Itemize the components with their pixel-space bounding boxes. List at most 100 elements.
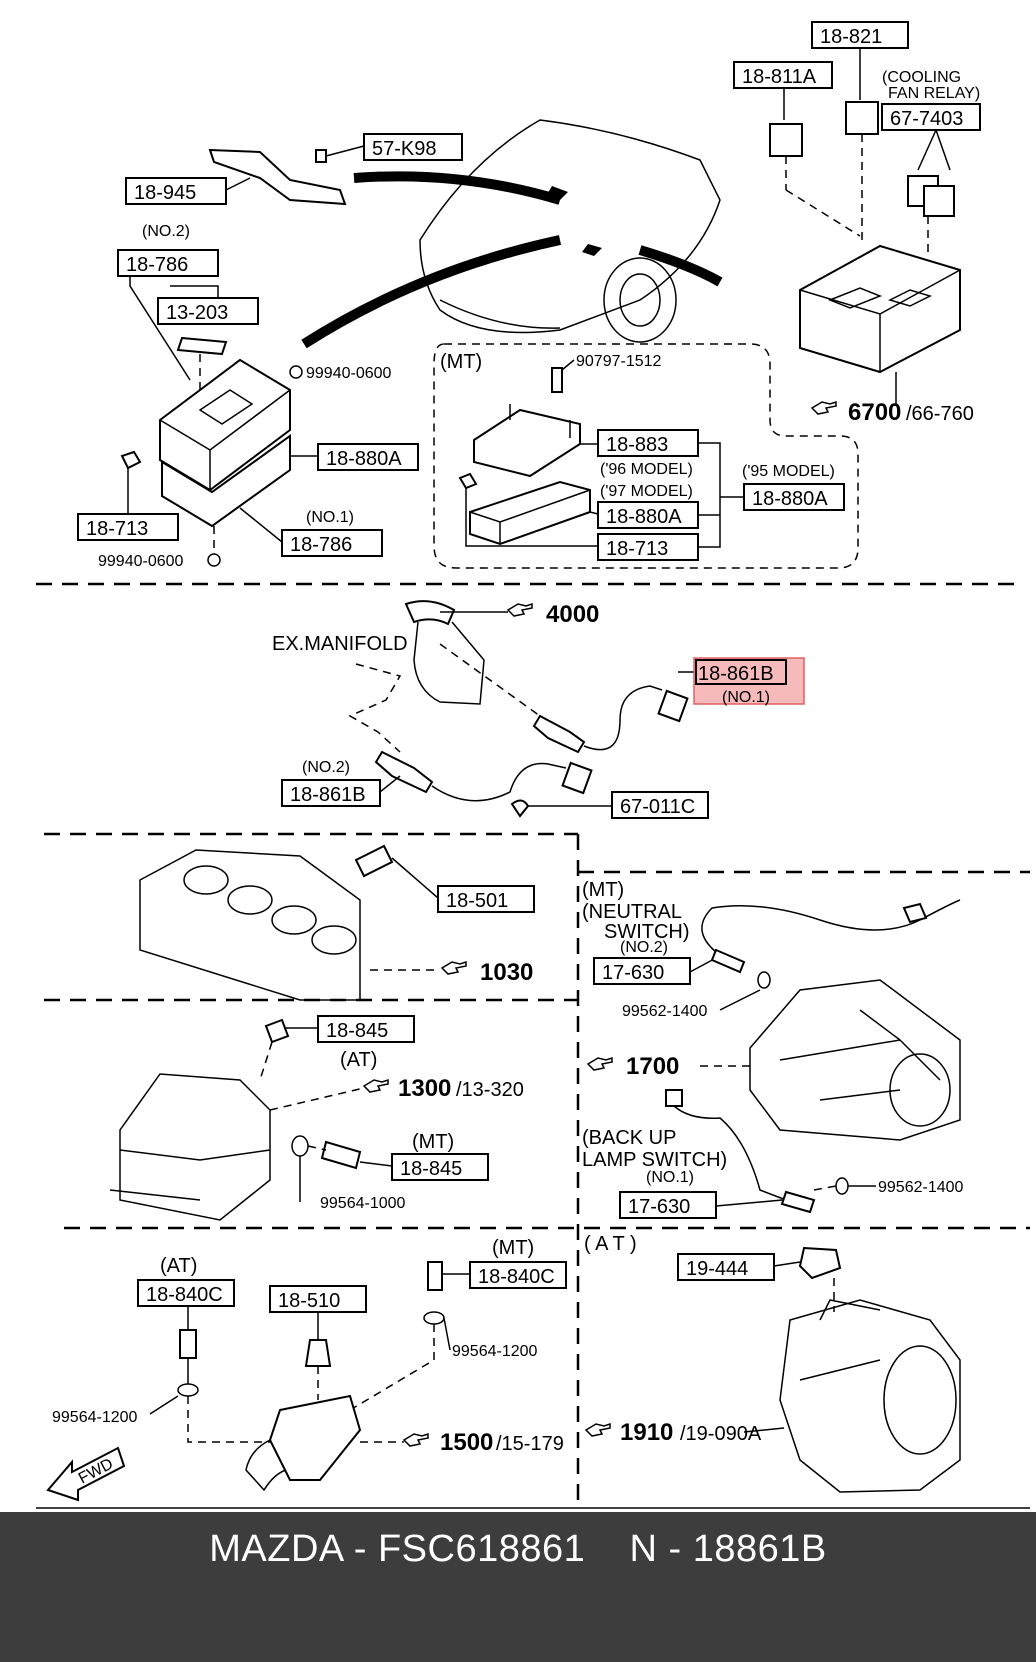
label-no2-c: (NO.2): [620, 939, 668, 956]
svg-text:18-845: 18-845: [400, 1158, 462, 1180]
ref-6700: 6700: [848, 399, 901, 426]
svg-text:18-861B: 18-861B: [698, 663, 774, 685]
label-99564-1000: 99564-1000: [320, 1195, 406, 1212]
hand-pointer-icon: [585, 1423, 611, 1437]
svg-text:67-7403: 67-7403: [890, 108, 963, 130]
cylinder-head-group: 18-845 (AT) 1300 /13-320 (MT) 18-845 995…: [109, 1015, 524, 1221]
label-at: (AT): [340, 1049, 377, 1071]
label-18-861B-highlighted: 18-861B: [695, 659, 787, 685]
svg-text:18-880A: 18-880A: [606, 506, 682, 528]
svg-text:18-840C: 18-840C: [478, 1266, 555, 1288]
svg-text:18-786: 18-786: [290, 534, 352, 556]
label-lamp-switch: LAMP SWITCH): [582, 1149, 727, 1171]
svg-text:18-501: 18-501: [446, 890, 508, 912]
label-no1-b: (NO.1): [722, 689, 770, 706]
thermostat-group: (AT) 18-840C 18-510 (MT) 18-840C 99564-1…: [46, 1237, 567, 1502]
ref-13-320: /13-320: [456, 1079, 524, 1101]
label-99940-0600-a: 99940-0600: [306, 365, 392, 382]
svg-text:18-510: 18-510: [278, 1290, 340, 1312]
label-neutral: (NEUTRAL: [582, 901, 682, 923]
label-fan-relay: FAN RELAY): [888, 85, 980, 102]
label-18-861B-b: 18-861B: [281, 779, 381, 807]
ref-15-179: /15-179: [496, 1433, 564, 1455]
label-17-630-b: 17-630: [619, 1191, 717, 1219]
svg-text:18-786: 18-786: [126, 254, 188, 276]
fwd-arrow-icon: FWD: [46, 1446, 126, 1502]
label-at-3: ( A T ): [584, 1233, 637, 1255]
label-13-203: 13-203: [157, 297, 259, 325]
ref-19-090A: /19-090A: [680, 1423, 762, 1445]
label-99562-1400-b: 99562-1400: [878, 1179, 964, 1196]
svg-text:18-811A: 18-811A: [742, 66, 817, 88]
label-96-model: ('96 MODEL): [600, 461, 693, 478]
svg-text:57-K98: 57-K98: [372, 138, 437, 160]
svg-text:18-883: 18-883: [606, 434, 668, 456]
label-67-7403: 67-7403: [881, 103, 981, 131]
label-18-883: 18-883: [597, 429, 699, 457]
svg-text:18-821: 18-821: [820, 26, 882, 48]
ref-66-760: /66-760: [906, 403, 974, 425]
label-97-model: ('97 MODEL): [600, 483, 693, 500]
footer-part-number: MAZDA - FSC618861 N - 18861B: [209, 1528, 827, 1570]
label-no2-b: (NO.2): [302, 759, 350, 776]
label-99562-1400-a: 99562-1400: [622, 1003, 708, 1020]
svg-text:18-945: 18-945: [134, 182, 196, 204]
label-mt-2: (MT): [582, 879, 624, 901]
label-99564-1200-left: 99564-1200: [52, 1409, 138, 1426]
at-transmission-group: ( A T ) 19-444 1910 /19-090A: [584, 1233, 961, 1493]
label-18-880A-b: 18-880A: [597, 501, 699, 529]
label-backup: (BACK UP: [582, 1127, 676, 1149]
hand-pointer-icon: [507, 603, 533, 617]
label-at-2: (AT): [160, 1255, 197, 1277]
label-no1-c: (NO.1): [646, 1169, 694, 1186]
label-switch: SWITCH): [604, 921, 690, 943]
label-18-713-a: 18-713: [77, 513, 179, 541]
label-18-845-a: 18-845: [317, 1015, 415, 1043]
svg-text:18-845: 18-845: [326, 1020, 388, 1042]
hand-pointer-icon: [441, 961, 467, 975]
svg-text:17-630: 17-630: [628, 1196, 690, 1218]
engine-electrical-parts-diagram: 57-K98 18-945 (NO.2) 18-786 13-203 99940…: [36, 21, 1030, 1509]
label-17-630-a: 17-630: [593, 957, 691, 985]
svg-text:18-861B: 18-861B: [290, 784, 366, 806]
svg-text:18-713: 18-713: [606, 538, 668, 560]
mt-ecu-inset: (MT) 90797-1512 18-883 ('96 MODEL) ('97 …: [433, 343, 859, 569]
ref-1700: 1700: [626, 1053, 679, 1080]
ref-4000: 4000: [546, 601, 599, 628]
label-90797-1512: 90797-1512: [576, 353, 662, 370]
label-18-880A-c: 18-880A: [743, 483, 845, 511]
label-18-845-b: 18-845: [391, 1153, 489, 1181]
label-18-501: 18-501: [437, 885, 535, 913]
label-18-786-top: 18-786: [117, 249, 219, 277]
footer-bar: MAZDA - FSC618861 N - 18861B: [0, 1512, 1036, 1662]
label-cooling: (COOLING: [882, 69, 961, 86]
mt-transaxle-group: (MT) (NEUTRAL SWITCH) (NO.2) 17-630 9956…: [582, 879, 964, 1219]
label-mt-4: (MT): [492, 1237, 534, 1259]
label-mt-3: (MT): [412, 1131, 454, 1153]
label-99564-1200-right: 99564-1200: [452, 1343, 538, 1360]
svg-text:18-840C: 18-840C: [146, 1284, 223, 1306]
svg-text:17-630: 17-630: [602, 962, 664, 984]
label-18-945: 18-945: [125, 177, 227, 205]
svg-text:18-713: 18-713: [86, 518, 148, 540]
car-illustration: [301, 119, 723, 349]
ref-1910: 1910: [620, 1419, 673, 1446]
label-18-786-bottom: 18-786: [281, 529, 383, 557]
label-57-K98: 57-K98: [363, 133, 463, 161]
label-99940-0600-b: 99940-0600: [98, 553, 184, 570]
hand-pointer-icon: [403, 1433, 429, 1447]
label-18-840C-a: 18-840C: [137, 1279, 235, 1307]
engine-block-group: 18-501 1030: [139, 844, 535, 1001]
svg-text:19-444: 19-444: [686, 1258, 748, 1280]
label-mt: (MT): [440, 351, 482, 373]
label-18-713-b: 18-713: [597, 533, 699, 561]
label-19-444: 19-444: [677, 1253, 775, 1281]
hand-pointer-icon: [587, 1057, 613, 1071]
relay-group: 18-821 18-811A (COOLING FAN RELAY) 67-74…: [733, 21, 981, 426]
svg-text:13-203: 13-203: [166, 302, 228, 324]
ecu-group: 57-K98 18-945 (NO.2) 18-786 13-203 99940…: [77, 133, 463, 570]
label-18-880A-a: 18-880A: [317, 443, 419, 471]
label-no1-a: (NO.1): [306, 509, 354, 526]
label-no2: (NO.2): [142, 223, 190, 240]
